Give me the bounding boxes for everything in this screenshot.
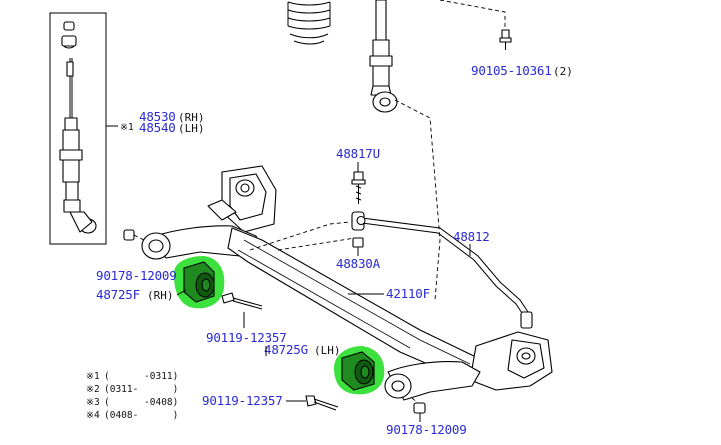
- label-48530-side: (RH): [178, 111, 205, 124]
- notes-legend: ※1 ( -0311) ※2 (0311- ) ※3 ( -0408) ※4 (…: [86, 371, 178, 421]
- note-range: ( -0408): [104, 397, 178, 408]
- note-range: ( -0311): [104, 371, 178, 382]
- label-48817U: 48817U: [336, 146, 380, 161]
- coil-spring-icon: [287, 1, 331, 45]
- label-90105-qty: (2): [553, 65, 573, 78]
- label-48725G-side: (LH): [314, 344, 341, 357]
- note-mark: ※2: [86, 384, 100, 395]
- label-90105-10361: 90105-10361: [471, 63, 552, 78]
- label-48725F: 48725F: [96, 287, 140, 302]
- label-48812: 48812: [453, 229, 490, 244]
- axle-beam: [141, 165, 553, 401]
- note-range: (0408- ): [104, 410, 178, 421]
- label-90178-12009-bottom: 90178-12009: [386, 422, 467, 437]
- label-48540: 48540: [139, 120, 176, 135]
- label-90119-12357-bottom: 90119-12357: [202, 393, 283, 408]
- bushing-icon: [341, 351, 375, 391]
- shock-absorber-mounted-icon: [369, 0, 398, 113]
- label-48540-side: (LH): [178, 122, 205, 135]
- bolt-icon: [221, 292, 263, 310]
- note-range: (0311- ): [104, 384, 178, 395]
- label-90178-12009-top: 90178-12009: [96, 268, 177, 283]
- bushing-icon: [183, 261, 215, 303]
- note-mark: ※3: [86, 397, 100, 408]
- bolt-icon: [499, 29, 512, 50]
- nut-icon: [123, 229, 135, 241]
- shock-absorber-icon: [59, 21, 97, 234]
- nut-icon: [352, 237, 364, 256]
- note-mark-1: ※1: [120, 122, 134, 133]
- shock-absorber-inset-box: [49, 12, 107, 245]
- label-48530: 48530: [139, 109, 176, 124]
- stabilizer-bar: [356, 215, 533, 329]
- bolt-icon: [305, 395, 339, 411]
- nut-icon: [411, 397, 426, 422]
- label-48725G: 48725G: [264, 342, 308, 357]
- note-mark: ※1: [86, 371, 100, 382]
- label-90119-12357-top: 90119-12357: [206, 330, 287, 345]
- label-42110F: 42110F: [386, 286, 430, 301]
- label-48830A: 48830A: [336, 256, 381, 271]
- label-48725F-side: (RH): [147, 289, 174, 302]
- note-mark: ※4: [86, 410, 100, 421]
- bolt-icon: [351, 171, 366, 204]
